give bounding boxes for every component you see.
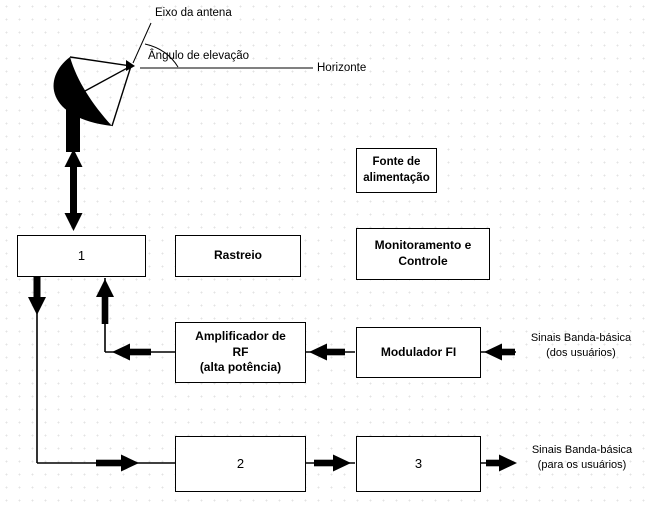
block2-to-block3-arrow bbox=[306, 454, 355, 472]
antenna-axis-label: Eixo da antena bbox=[155, 7, 232, 19]
block-rf-amplifier: Amplificador de RF (alta potência) bbox=[175, 322, 306, 383]
antenna-feeder-double-arrow bbox=[64, 149, 83, 231]
block-power-supply: Fonte de alimentação bbox=[356, 148, 437, 193]
baseband-input-label: Sinais Banda-básica (dos usuários) bbox=[530, 332, 632, 359]
block-3: 3 bbox=[356, 436, 481, 492]
block-tracking: Rastreio bbox=[175, 235, 301, 277]
transmit-path-arrow bbox=[96, 278, 175, 361]
block-1: 1 bbox=[17, 235, 146, 277]
antenna-dish-icon bbox=[53, 56, 135, 152]
block-monitoring-control: Monitoramento e Controle bbox=[356, 228, 490, 280]
baseband-input-arrow bbox=[480, 343, 516, 361]
block-if-modulator: Modulador FI bbox=[356, 327, 481, 378]
receive-path-arrow bbox=[28, 277, 175, 472]
elevation-angle-arc bbox=[144, 43, 179, 68]
modulator-to-amplifier-arrow bbox=[305, 343, 355, 361]
baseband-output-label: Sinais Banda-básica (para os usuários) bbox=[531, 444, 633, 471]
baseband-output-arrow bbox=[481, 454, 517, 472]
horizon-label: Horizonte bbox=[317, 62, 367, 74]
block-2: 2 bbox=[175, 436, 306, 492]
antenna-axis-pointer-line bbox=[132, 22, 152, 64]
elevation-angle-label: Ângulo de elevação bbox=[148, 50, 250, 62]
